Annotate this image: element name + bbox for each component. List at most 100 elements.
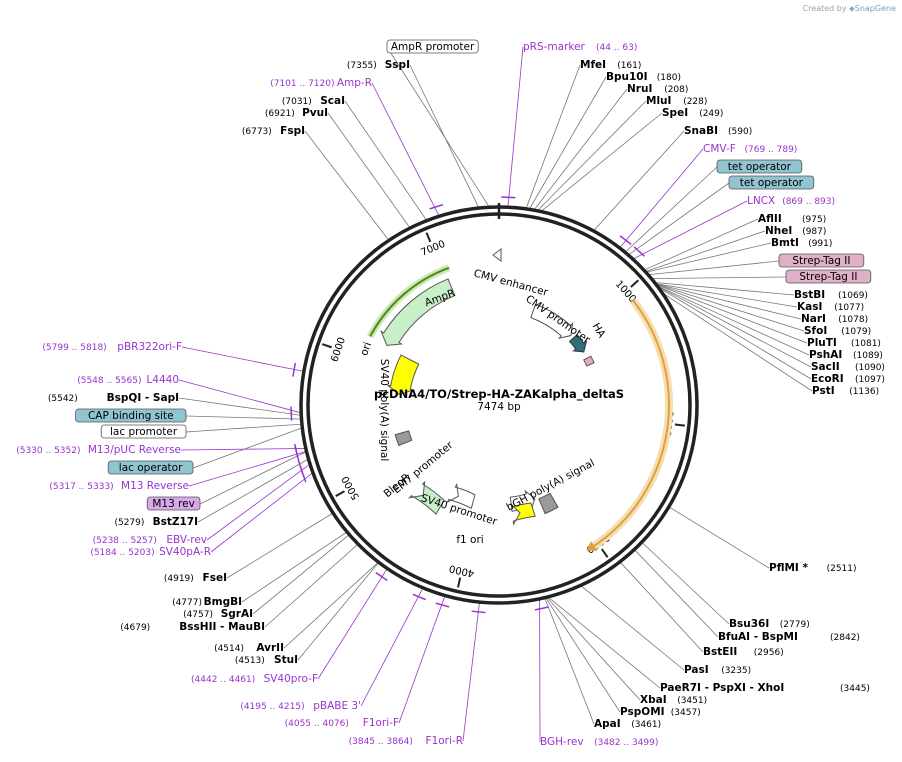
leader-line: [579, 584, 685, 671]
cmv-enhancer-arrow: [530, 303, 574, 339]
label-apai: ApaI(3461): [594, 718, 661, 730]
label-name: Bsu36I: [729, 618, 769, 630]
leader-line: [297, 561, 380, 661]
label-position: (769 .. 789): [745, 145, 798, 155]
label-name: SacII: [811, 361, 840, 373]
label-position: (4919): [164, 574, 194, 584]
leader-line: [206, 463, 312, 541]
f1-ori-arrow: [510, 502, 536, 526]
label-sv40pro-f: SV40pro-F(4442 .. 4461): [191, 673, 318, 685]
label-fsei: FseI(4919): [164, 572, 227, 584]
label-position: (1097): [855, 375, 885, 385]
leader-line: [539, 112, 663, 213]
feature-label-text: Strep-Tag II: [799, 271, 857, 283]
label-position: (5799 .. 5818): [42, 343, 106, 353]
feature-arcs: [367, 248, 673, 551]
label-name: EBV-rev: [166, 534, 207, 546]
leader-line: [264, 543, 360, 628]
primer-mark: [294, 446, 300, 461]
label-position: (975): [802, 215, 826, 225]
feature-label-box: [728, 175, 815, 190]
label-position: (6773): [242, 127, 272, 137]
label-position: (3482 .. 3499): [594, 738, 658, 748]
label-position: (1136): [849, 387, 879, 397]
label-position: (7031): [282, 97, 312, 107]
label-tet-operator-2: tet operator: [728, 175, 815, 190]
leader-line: [532, 88, 628, 212]
label-position: (1078): [838, 315, 868, 325]
leader-line: [667, 505, 770, 569]
primer-mark: [435, 602, 450, 608]
label-position: (4777): [172, 598, 202, 608]
label-ecori: EcoRI(1097): [811, 373, 885, 385]
label-f1ori-r: F1ori-R(3845 .. 3864): [349, 735, 463, 747]
label-name: BstEII: [703, 646, 737, 658]
label-name: pBABE 3': [313, 700, 361, 712]
label-kasi: KasI (1077): [797, 301, 864, 313]
label-position: (1077): [834, 303, 864, 313]
label-xbai: XbaI(3451): [640, 694, 707, 706]
leader-line: [304, 130, 390, 242]
label-name: L4440: [146, 374, 179, 386]
label-name: ApaI: [594, 718, 621, 730]
leader-line: [283, 561, 380, 649]
em7-arrow: [446, 482, 476, 510]
ori-arrow: [387, 354, 420, 396]
feature-label-box: [386, 39, 479, 54]
label-position: (7101 .. 7120): [270, 79, 334, 89]
label-name: pBR322ori-F: [117, 341, 182, 353]
leader-line: [197, 458, 310, 523]
leader-line: [624, 166, 718, 254]
label-position: (1090): [855, 363, 885, 373]
label-name: KasI: [797, 301, 822, 313]
leader-line: [226, 512, 335, 579]
label-position: (4442 .. 4461): [191, 675, 255, 685]
tick-label: 4000: [448, 562, 475, 578]
feature-label-text: Strep-Tag II: [792, 255, 850, 267]
leader-line: [644, 242, 772, 273]
primer-mark: [300, 468, 307, 483]
label-stui: StuI(4513): [235, 654, 298, 666]
label-position: (5317 .. 5333): [49, 482, 113, 492]
inner-label: SV40 poly(A) signal: [378, 359, 390, 462]
label-f1ori-f: F1ori-F(4055 .. 4076): [285, 717, 399, 729]
sv40-polya-block: [394, 430, 413, 447]
label-position: (2956): [754, 648, 784, 658]
tick-label: 7000: [419, 239, 447, 259]
label-position: (5184 .. 5203): [90, 548, 154, 558]
label-position: (228): [683, 97, 707, 107]
leader-line: [525, 64, 581, 210]
label-psti: PstI(1136): [812, 385, 879, 397]
label-position: (180): [657, 73, 681, 83]
leader-lines: [178, 46, 813, 743]
label-lac-operator: lac operator: [107, 460, 194, 475]
label-pvui: PvuI(6921): [265, 107, 328, 119]
primer-mark: [412, 593, 427, 601]
label-name: SnaBI: [684, 125, 718, 137]
leader-line: [631, 200, 748, 260]
leader-line: [199, 450, 308, 505]
feature-label-text: tet operator: [740, 177, 804, 189]
label-strep-tag-1: Strep-Tag II: [778, 253, 865, 268]
label-position: (1081): [851, 339, 881, 349]
label-tet-operator-1: tet operator: [716, 159, 803, 174]
label-name: LNCX: [747, 195, 775, 207]
label-position: (44 .. 63): [596, 43, 637, 53]
label-name: F1ori-F: [363, 717, 399, 729]
label-avrii: AvrII(4514): [214, 642, 284, 654]
ampr-promoter-arrow: [492, 248, 502, 262]
label-ampr-promoter: AmpR promoter: [386, 39, 479, 54]
inner-label: HA: [590, 321, 608, 341]
credit-brand: SnapGene: [854, 4, 896, 13]
feature-label-text: lac operator: [119, 462, 183, 474]
label-bsu36i: Bsu36I(2779): [729, 618, 810, 630]
label-nrui: NruI(208): [627, 83, 688, 95]
leader-line: [536, 100, 647, 212]
primer-mark: [292, 362, 297, 377]
label-name: M13/pUC Reverse: [88, 444, 181, 456]
label-name: PflMI *: [769, 562, 808, 574]
label-position: (987): [802, 227, 826, 237]
label-position: (161): [617, 61, 641, 71]
label-position: (249): [699, 109, 723, 119]
ha-block: [583, 355, 595, 367]
